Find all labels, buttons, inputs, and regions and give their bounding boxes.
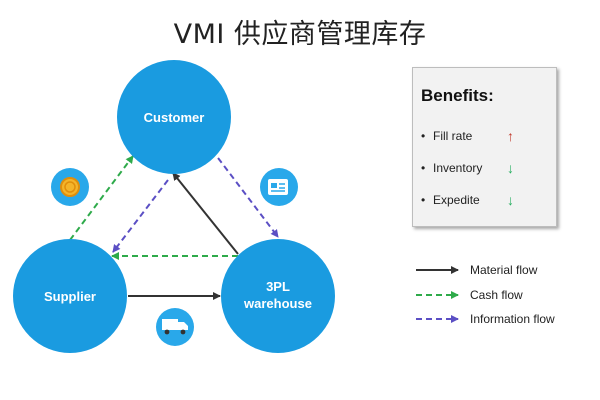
customer-node: [117, 60, 231, 174]
supplier-label: Supplier: [44, 289, 96, 304]
down-arrow-icon: ↓: [507, 160, 514, 176]
legend-material-label: Material flow: [470, 263, 538, 277]
down-arrow-icon: ↓: [507, 192, 514, 208]
page-title: VMI 供应商管理库存: [173, 19, 427, 50]
coin-icon: [51, 168, 89, 206]
supplier-node: [13, 239, 127, 353]
document-icon: [260, 168, 298, 206]
legend-information-label: Information flow: [470, 312, 555, 326]
up-arrow-icon: ↑: [507, 128, 514, 144]
benefits-title: Benefits:: [421, 86, 494, 105]
benefit-label: Fill rate: [433, 129, 473, 143]
benefit-inventory: • Inventory ↓: [421, 152, 556, 184]
warehouse-label-line1: 3PL: [266, 279, 290, 294]
benefit-label: Expedite: [433, 193, 480, 207]
benefit-label: Inventory: [433, 161, 483, 175]
bullet: •: [421, 129, 426, 143]
benefits-panel: Benefits: • Fill rate ↑ • Inventory ↓ • …: [412, 67, 557, 227]
information-flow-customer-to-supplier: [112, 179, 169, 253]
material-flow-warehouse-to-customer: [172, 172, 239, 255]
truck-icon: [156, 308, 194, 346]
bullet: •: [421, 161, 426, 175]
cash-flow-supplier-to-customer: [69, 155, 134, 241]
warehouse-node: [221, 239, 335, 353]
benefit-expedite: • Expedite ↓: [421, 184, 556, 216]
customer-label: Customer: [144, 110, 205, 125]
information-flow-customer-to-warehouse: [211, 149, 279, 238]
bullet: •: [421, 193, 426, 207]
legend-cash-label: Cash flow: [470, 288, 523, 302]
warehouse-label-line2: warehouse: [243, 296, 312, 311]
benefit-fill-rate: • Fill rate ↑: [421, 120, 556, 152]
